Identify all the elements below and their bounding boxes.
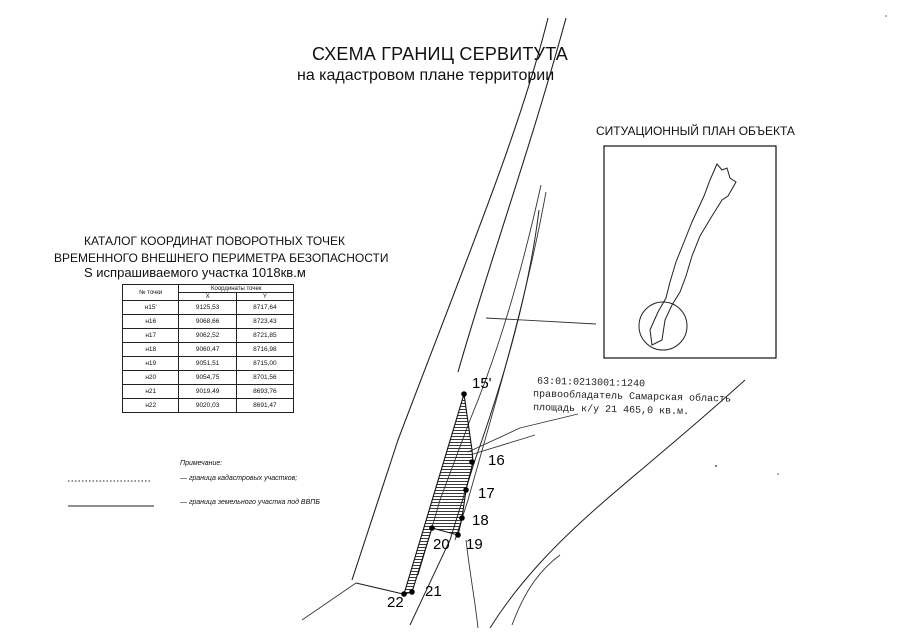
situation-plan-frame	[603, 145, 777, 359]
row-num: н16	[121, 314, 180, 329]
parcel-top-boundary	[485, 317, 597, 325]
col-header-coords: Координаты точек	[178, 284, 294, 293]
col-header-y: Y	[235, 292, 295, 301]
col-header-x: X	[178, 292, 237, 301]
stray-dot	[885, 15, 887, 17]
col-header-num: № точки	[121, 284, 180, 301]
coordinates-table: № точки Координаты точек X Y н15'9125,53…	[121, 284, 295, 413]
situation-plan-highlight-circle	[638, 301, 688, 351]
point-label-16: 16	[488, 452, 505, 469]
stray-dot	[777, 473, 779, 475]
point-marker-19	[455, 532, 461, 538]
catalog-title-line3: S испрашиваемого участка 1018кв.м	[84, 265, 306, 280]
page-subtitle: на кадастровом плане территории	[297, 67, 555, 84]
row-x: 9062,52	[178, 328, 237, 343]
page-title: СХЕМА ГРАНИЦ СЕРВИТУТА	[312, 44, 568, 64]
point-marker-20	[429, 525, 435, 531]
parcel-line-b	[469, 434, 536, 456]
point-marker-18	[459, 515, 465, 521]
row-num: н22	[121, 398, 180, 413]
row-num: н19	[121, 356, 180, 371]
row-y: 8723,43	[235, 314, 295, 329]
row-x: 9051,51	[178, 356, 237, 371]
row-x: 9125,53	[178, 300, 237, 315]
point-label-22: 22	[387, 594, 404, 611]
row-x: 9060,47	[178, 342, 237, 357]
point-label-18: 18	[472, 512, 489, 529]
row-y: 8691,47	[235, 398, 295, 413]
road-boundary-left	[351, 17, 549, 581]
row-x: 9020,03	[178, 398, 237, 413]
row-y: 8721,85	[235, 328, 295, 343]
boundary-c	[465, 539, 479, 629]
catalog-title-line2: ВРЕМЕННОГО ВНЕШНЕГО ПЕРИМЕТРА БЕЗОПАСНОС…	[54, 251, 389, 265]
situation-plan-title: СИТУАЦИОННЫЙ ПЛАН ОБЪЕКТА	[596, 124, 795, 138]
row-y: 8701,56	[235, 370, 295, 385]
row-num: н20	[121, 370, 180, 385]
road-boundary-right	[457, 17, 567, 373]
catalog-title-line1: КАТАЛОГ КООРДИНАТ ПОВОРОТНЫХ ТОЧЕК	[84, 234, 345, 248]
road-boundary-lower	[409, 209, 540, 626]
point-markers	[401, 391, 475, 597]
small-curve-boundary	[511, 554, 561, 626]
row-y: 8716,98	[235, 342, 295, 357]
stray-dot	[715, 465, 717, 467]
row-num: н17	[121, 328, 180, 343]
notes-title: Примечание:	[180, 460, 223, 467]
left-diagonal	[301, 582, 357, 621]
big-curve-boundary	[489, 379, 746, 629]
row-x: 9019,49	[178, 384, 237, 399]
row-num: н18	[121, 342, 180, 357]
row-num: н21	[121, 384, 180, 399]
point-label-19: 19	[466, 536, 483, 553]
road-inner-line-2	[454, 191, 547, 541]
road-inner-line-1	[417, 184, 542, 576]
row-x: 9054,75	[178, 370, 237, 385]
parcel-line-a	[467, 413, 579, 453]
situation-plan-outline	[649, 163, 737, 346]
servitude-area	[403, 393, 474, 595]
point-marker-22	[401, 591, 407, 597]
row-y: 8715,00	[235, 356, 295, 371]
row-x: 9068,66	[178, 314, 237, 329]
point-label-21: 21	[425, 583, 442, 600]
bottom-left-boundary	[355, 582, 404, 595]
row-y: 8693,76	[235, 384, 295, 399]
point-marker-16	[469, 459, 475, 465]
point-label-20: 20	[433, 536, 450, 553]
note-solid-legend: — граница земельного участка под ВВПБ	[180, 499, 320, 506]
point-label-17: 17	[478, 485, 495, 502]
point-label-15: 15'	[472, 375, 492, 392]
point-marker-21	[409, 589, 415, 595]
point-marker-17	[463, 487, 469, 493]
point-marker-15	[461, 391, 467, 397]
situation-plan-shape	[638, 163, 737, 351]
row-num: н15'	[121, 300, 180, 315]
row-y: 8717,64	[235, 300, 295, 315]
note-dotted-legend: — граница кадастровых участков;	[180, 475, 298, 482]
